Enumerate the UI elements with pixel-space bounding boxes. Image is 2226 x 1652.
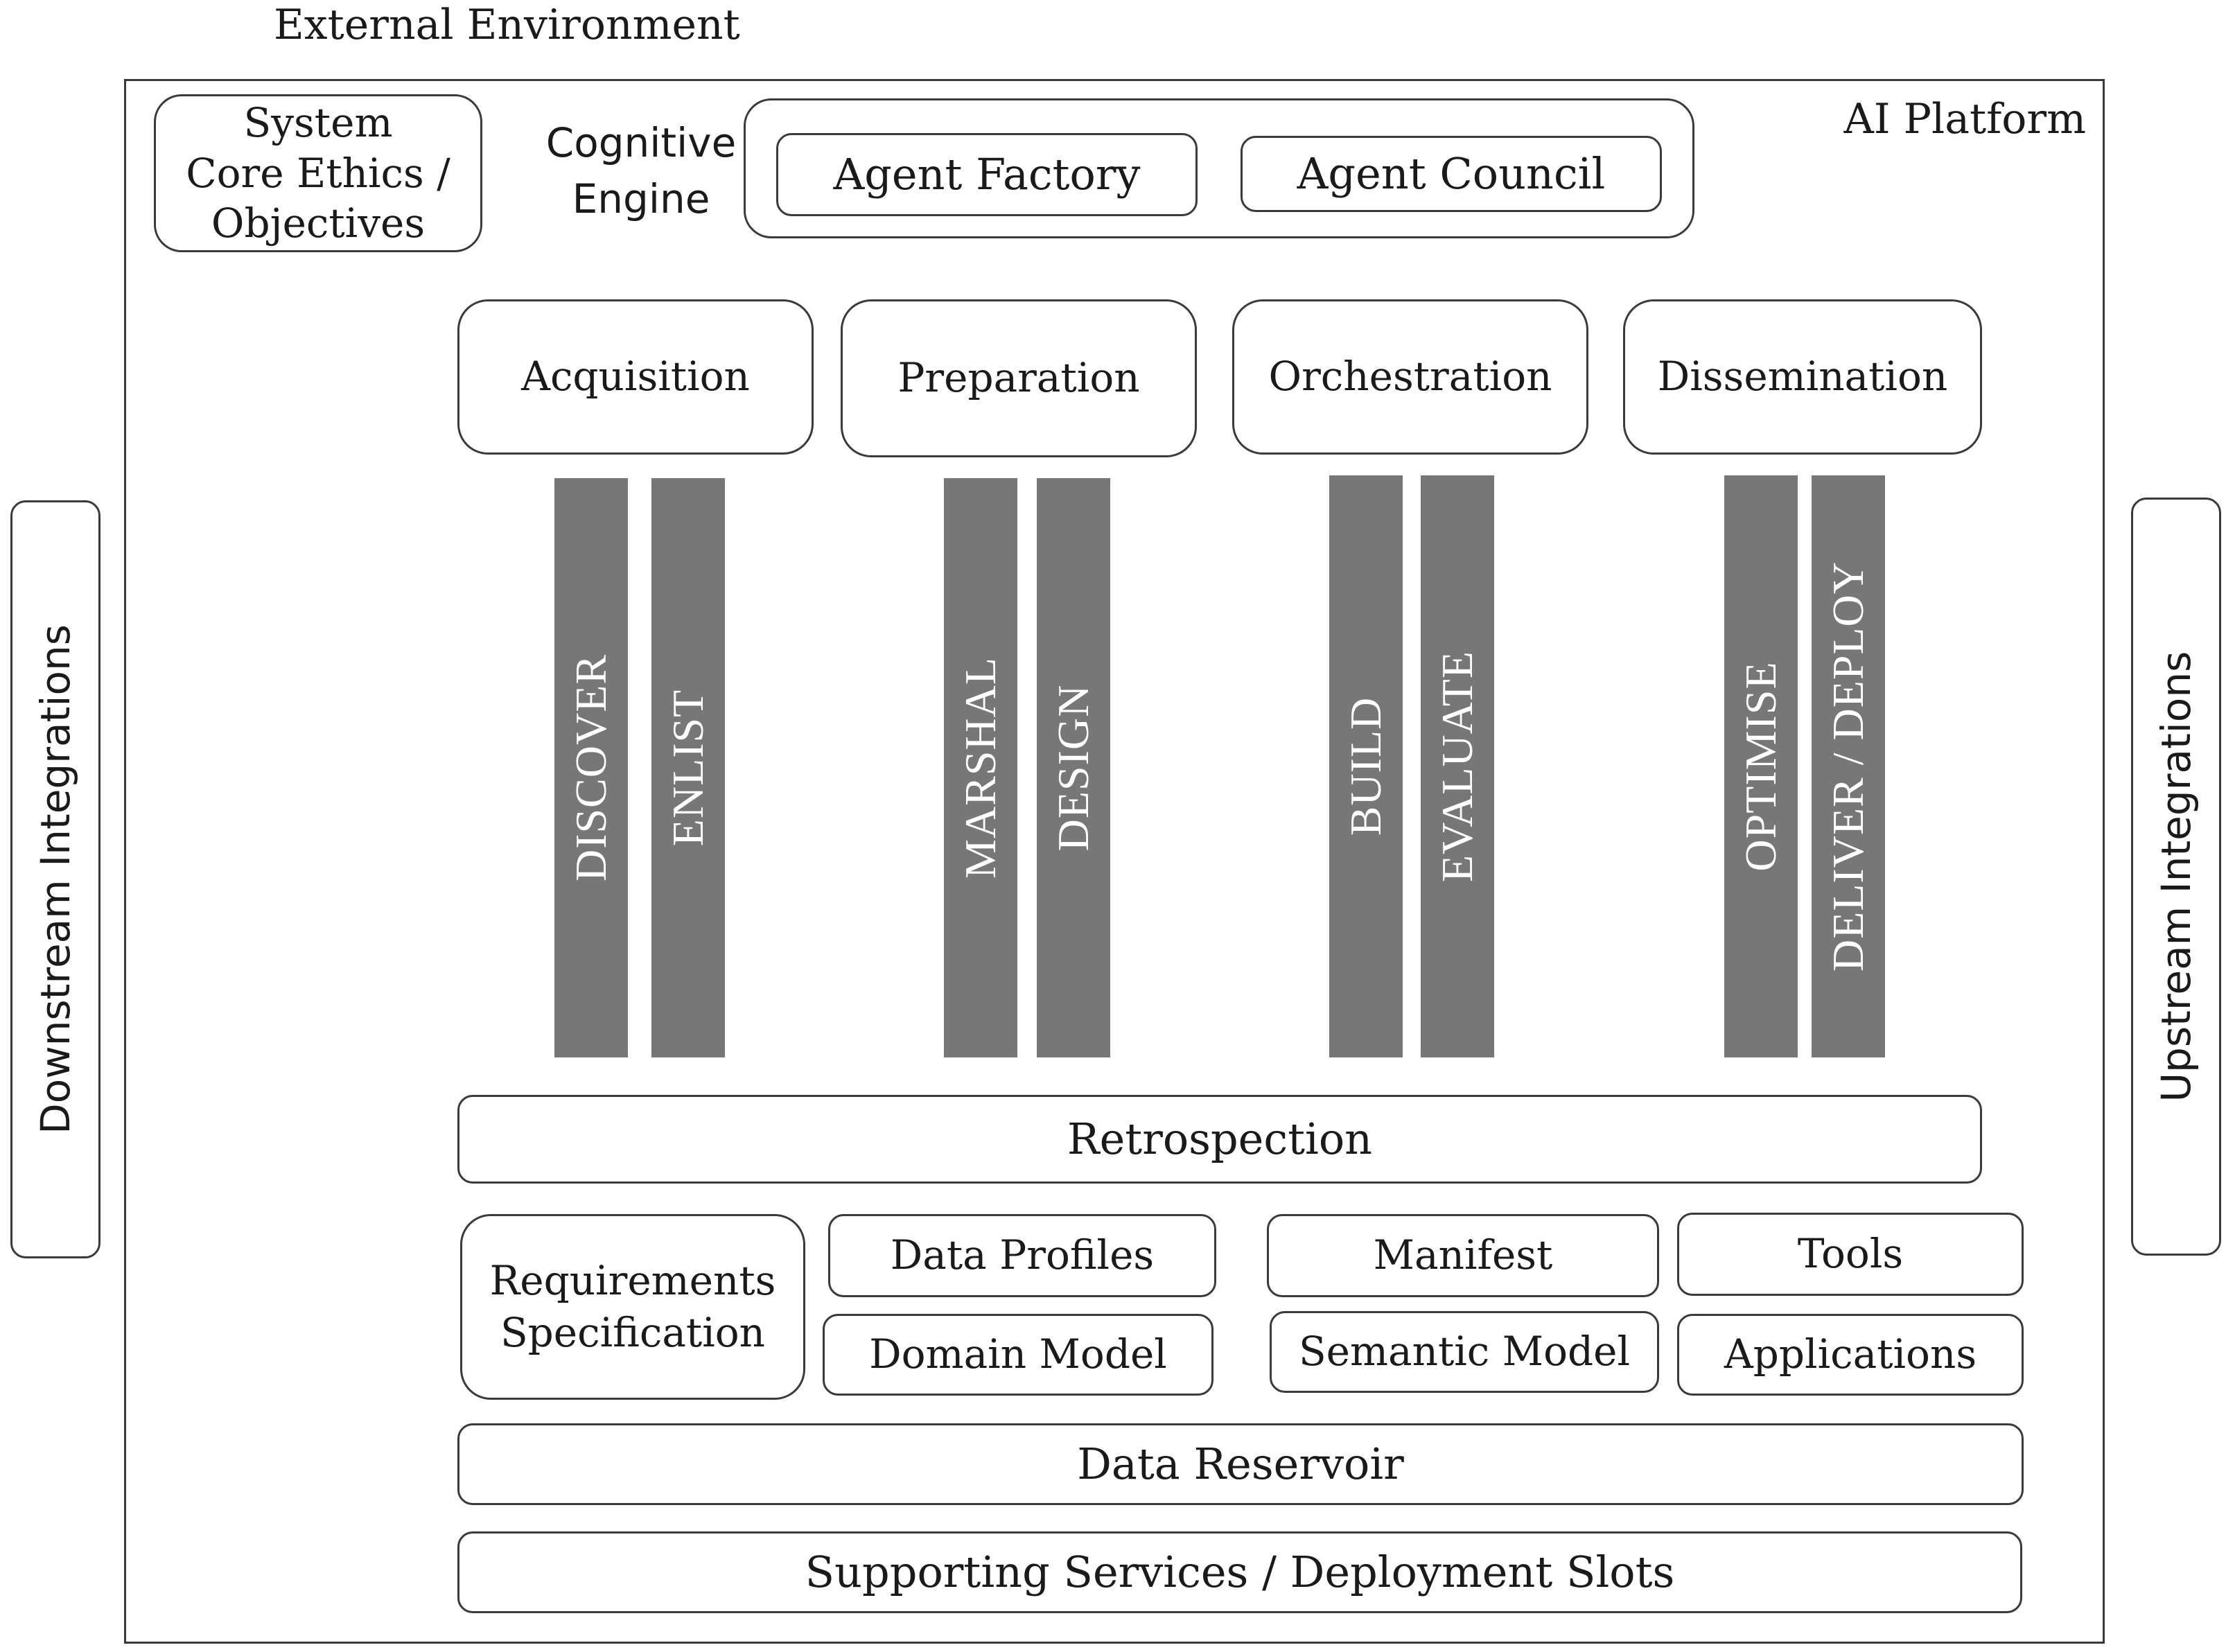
- ai-platform-title: AI Platform: [1843, 95, 2086, 143]
- agent-factory-box: Agent Factory: [776, 133, 1198, 216]
- bar-optimise: OPTIMISE: [1724, 475, 1798, 1057]
- data-reservoir-box: Data Reservoir: [457, 1423, 2024, 1505]
- bar-build: BUILD: [1329, 475, 1403, 1057]
- applications-box: Applications: [1677, 1314, 2024, 1396]
- stage-preparation: Preparation: [841, 299, 1197, 457]
- manifest-box: Manifest: [1267, 1214, 1659, 1297]
- semantic-model-box: Semantic Model: [1270, 1311, 1659, 1393]
- external-environment-label: External Environment: [274, 1, 740, 49]
- bar-design-label: DESIGN: [1049, 684, 1098, 852]
- bar-discover-label: DISCOVER: [566, 653, 615, 882]
- ai-platform-frame: [124, 79, 2105, 1644]
- bar-design: DESIGN: [1037, 478, 1110, 1057]
- bar-evaluate-label: EVALUATE: [1432, 651, 1482, 882]
- core-ethics-box: System Core Ethics / Objectives: [154, 94, 482, 252]
- requirements-specification-box: Requirements Specification: [460, 1214, 805, 1400]
- bar-optimise-label: OPTIMISE: [1736, 661, 1785, 872]
- agent-council-box: Agent Council: [1241, 136, 1662, 212]
- bar-marshal: MARSHAL: [944, 478, 1017, 1057]
- cognitive-engine-line-2: Engine: [572, 175, 710, 223]
- bar-build-label: BUILD: [1341, 696, 1390, 836]
- bar-discover: DISCOVER: [554, 478, 628, 1057]
- core-ethics-line-1: System: [243, 99, 393, 147]
- data-profiles-box: Data Profiles: [828, 1214, 1216, 1297]
- tools-box: Tools: [1677, 1213, 2024, 1296]
- cognitive-engine-label: Cognitive Engine: [541, 115, 742, 227]
- bar-enlist: ENLIST: [651, 478, 725, 1057]
- downstream-integrations-label: Downstream Integrations: [32, 624, 79, 1134]
- bar-evaluate: EVALUATE: [1421, 475, 1494, 1057]
- requirements-line-2: Specification: [500, 1309, 766, 1356]
- bar-enlist-label: ENLIST: [663, 689, 712, 847]
- bar-marshal-label: MARSHAL: [956, 657, 1005, 879]
- upstream-integrations-panel: Upstream Integrations: [2131, 498, 2221, 1256]
- retrospection-box: Retrospection: [457, 1095, 1982, 1184]
- cognitive-engine-line-1: Cognitive: [545, 119, 737, 166]
- bar-deliver-deploy-label: DELIVER / DEPLOY: [1823, 561, 1873, 972]
- supporting-services-box: Supporting Services / Deployment Slots: [457, 1531, 2022, 1613]
- bar-deliver-deploy: DELIVER / DEPLOY: [1812, 475, 1885, 1057]
- core-ethics-line-3: Objectives: [211, 200, 426, 247]
- core-ethics-line-2: Core Ethics /: [186, 149, 450, 197]
- stage-acquisition: Acquisition: [457, 299, 814, 455]
- stage-dissemination: Dissemination: [1623, 299, 1982, 455]
- upstream-integrations-label: Upstream Integrations: [2153, 651, 2200, 1102]
- stage-orchestration: Orchestration: [1232, 299, 1588, 455]
- domain-model-box: Domain Model: [823, 1314, 1213, 1396]
- downstream-integrations-panel: Downstream Integrations: [10, 500, 100, 1258]
- requirements-line-1: Requirements: [489, 1256, 776, 1304]
